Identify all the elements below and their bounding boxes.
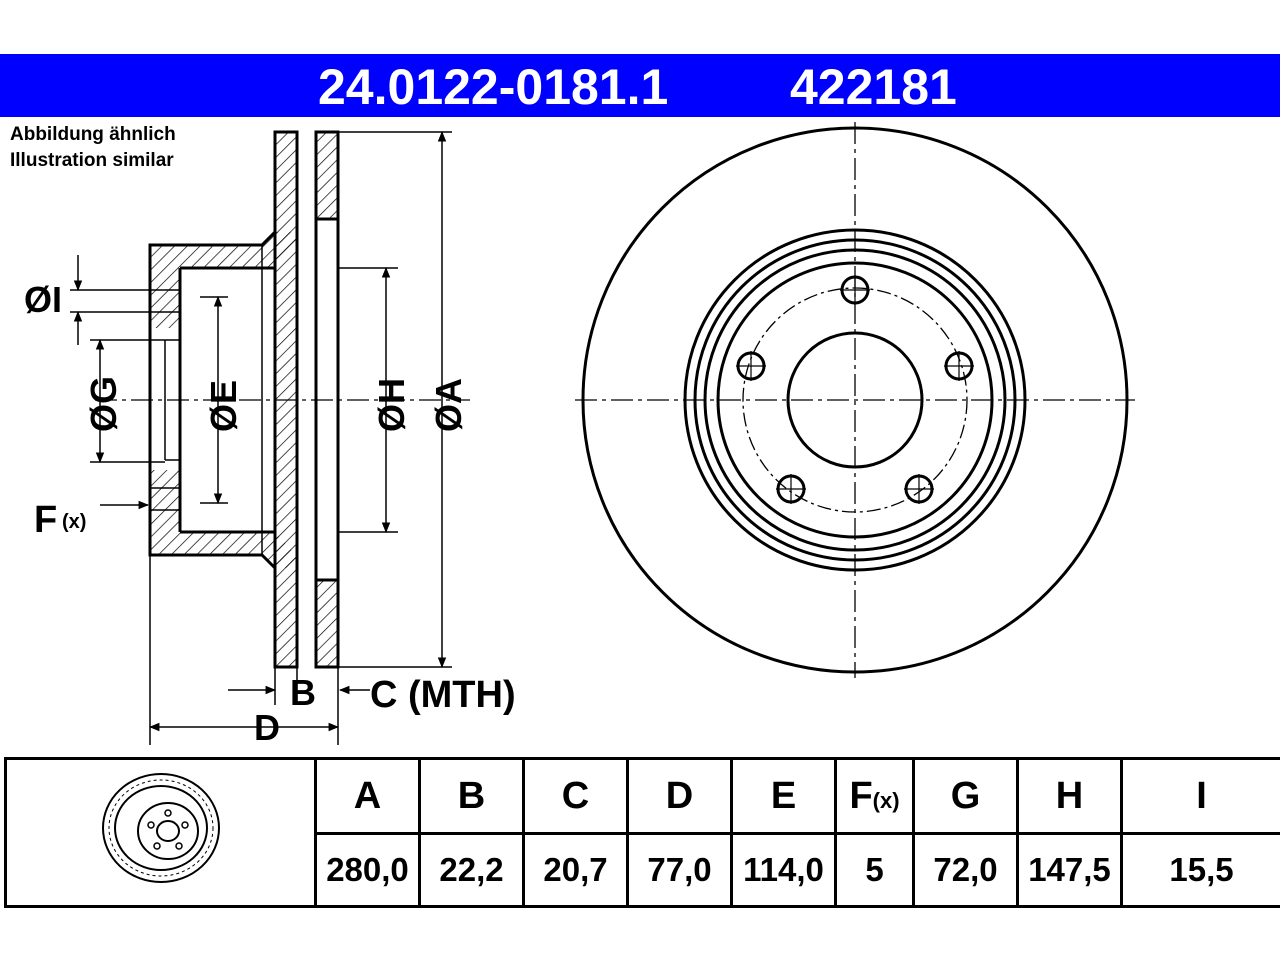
header-e: E [730, 757, 837, 835]
dim-label-g: ØG [83, 376, 124, 432]
dim-label-i: ØI [24, 279, 62, 320]
illustration-note-en: Illustration similar [10, 150, 174, 171]
value-i: 15,5 [1120, 832, 1280, 908]
disc-thumbnail-cell [4, 757, 317, 908]
value-g: 72,0 [912, 832, 1019, 908]
dim-label-d: D [254, 707, 280, 748]
value-h: 147,5 [1016, 832, 1123, 908]
illustration-note-de: Abbildung ähnlich [10, 124, 176, 145]
value-a: 280,0 [314, 832, 421, 908]
value-e: 114,0 [730, 832, 837, 908]
dim-label-f: F [34, 499, 57, 541]
value-b: 22,2 [418, 832, 525, 908]
dim-label-f-sub: (x) [62, 511, 86, 533]
value-c: 20,7 [522, 832, 629, 908]
header-i: I [1120, 757, 1280, 835]
dimension-lines [70, 130, 452, 745]
spec-table: A B C D E F(x) G H I 280,0 22,2 20,7 77,… [4, 757, 1280, 908]
header-a: A [314, 757, 421, 835]
header-f-sub: (x) [872, 787, 900, 813]
header-f: F(x) [834, 757, 915, 835]
dim-label-h: ØH [371, 378, 412, 432]
disc-front-view [575, 122, 1135, 678]
brake-disc-icon [101, 772, 220, 883]
value-f: 5 [834, 832, 915, 908]
header-b: B [418, 757, 525, 835]
dim-label-b: B [290, 672, 316, 713]
header-f-main: F [849, 774, 873, 817]
header-c: C [522, 757, 629, 835]
dim-label-c-mth: C (MTH) [370, 674, 516, 716]
dim-label-e: ØE [203, 380, 244, 432]
article-number: 24.0122-0181.1 [318, 59, 669, 115]
header-bar [0, 54, 1280, 117]
header-d: D [626, 757, 733, 835]
header-g: G [912, 757, 1019, 835]
header-h: H [1016, 757, 1123, 835]
technical-drawing: ØI ØG ØE ØH ØA F (x) B C (MTH) D [24, 122, 1135, 748]
reference-number: 422181 [790, 59, 957, 115]
dim-label-a: ØA [428, 378, 469, 432]
value-d: 77,0 [626, 832, 733, 908]
